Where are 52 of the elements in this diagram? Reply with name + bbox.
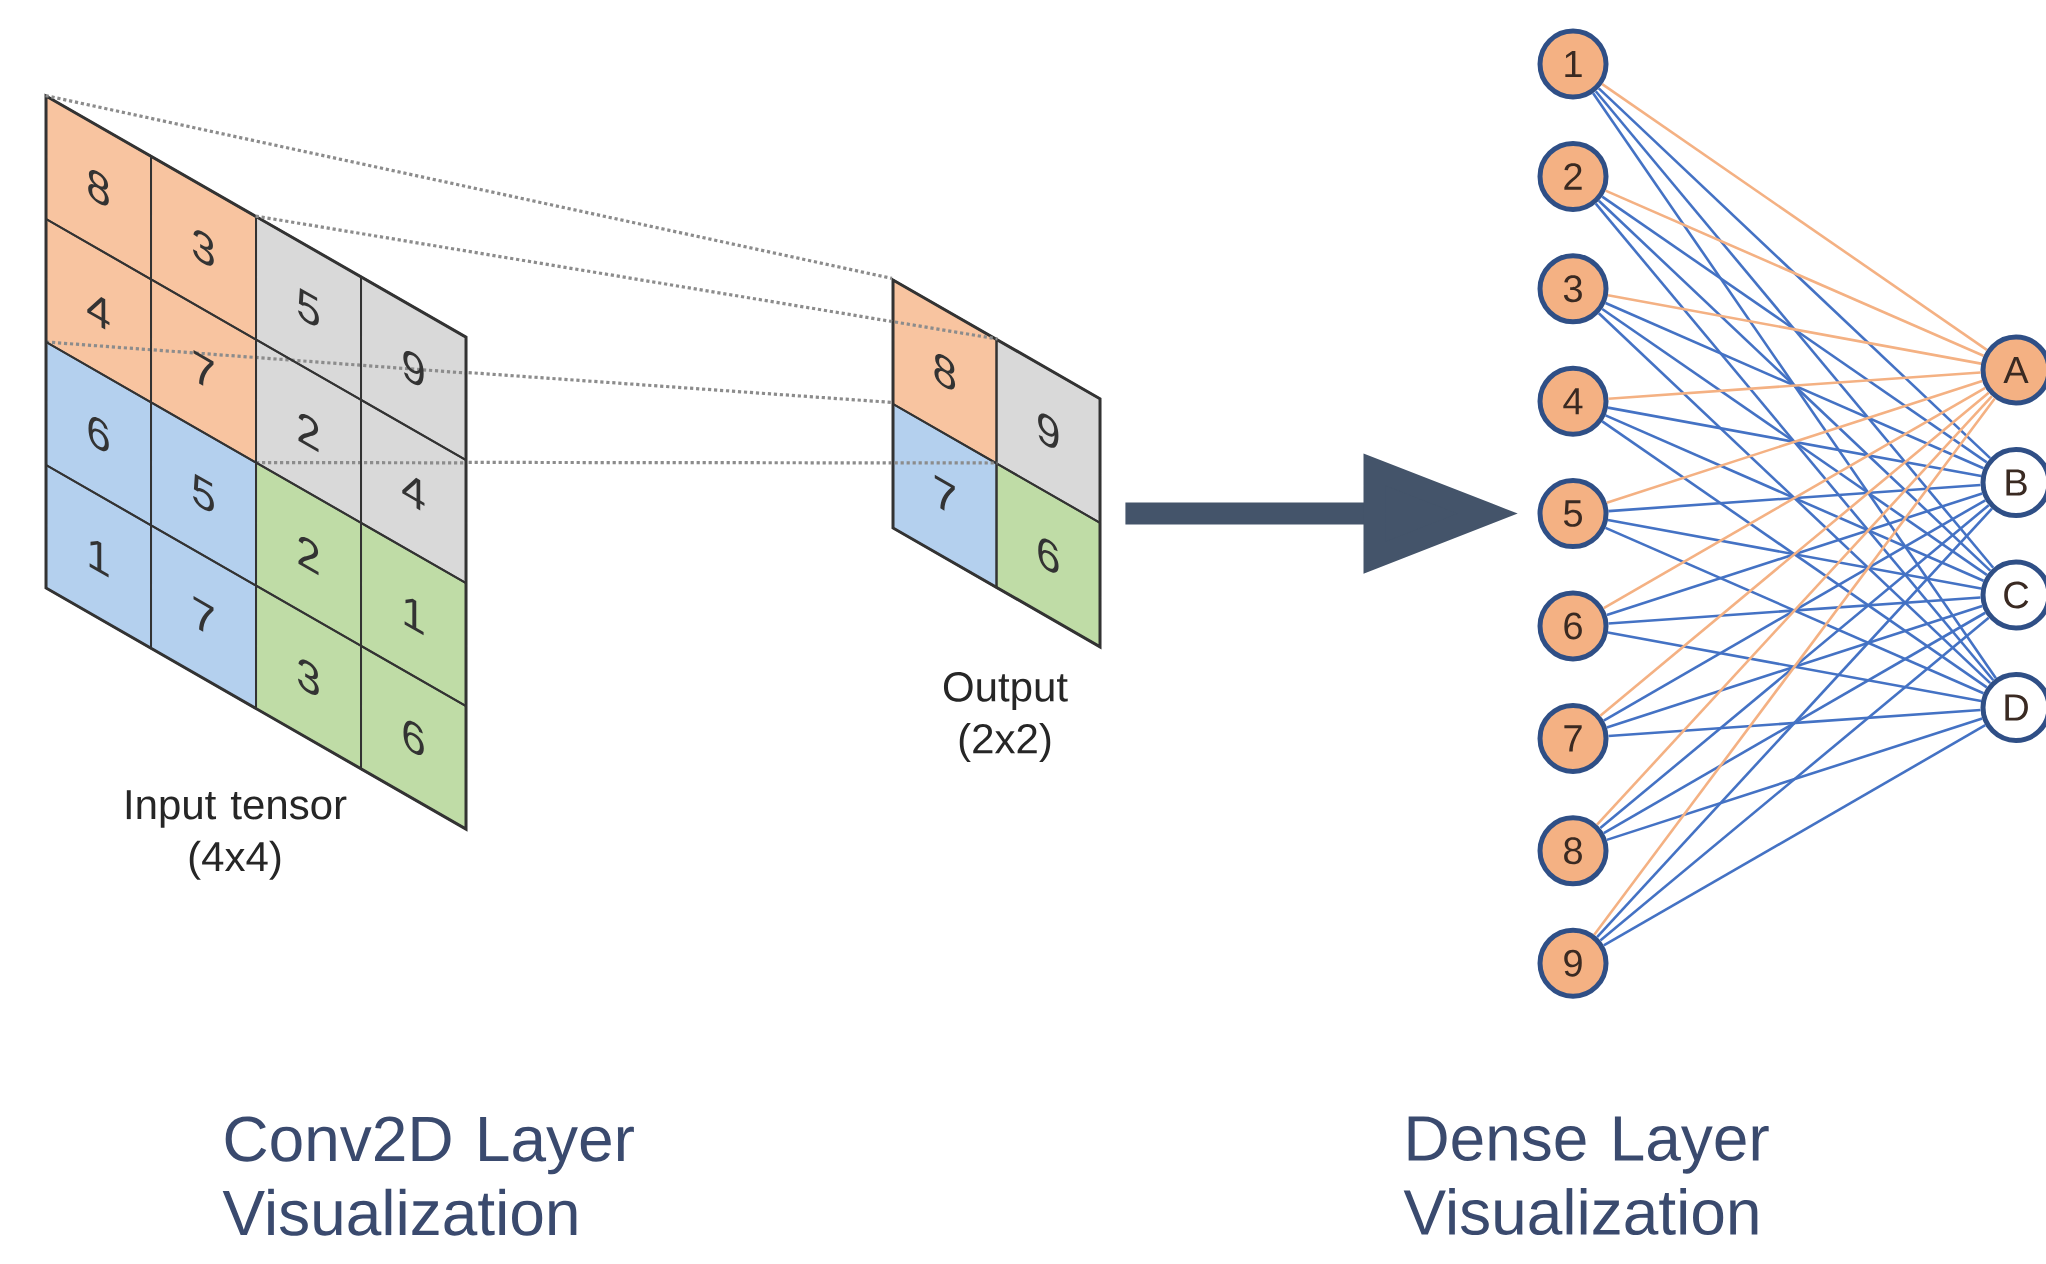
connection-line: [1596, 395, 1993, 826]
connection-line: [1605, 526, 1984, 695]
connection-line: [1599, 616, 1990, 942]
connection-line: [1605, 301, 1984, 470]
grid-cell: 4: [360, 398, 467, 585]
grid-cell: 8: [45, 94, 152, 281]
connection-line: [1601, 420, 1988, 689]
projection-line: [45, 94, 893, 280]
connection-line: [1608, 483, 1981, 513]
connection-line: [1607, 406, 1982, 478]
connection-line: [1601, 195, 1988, 464]
grid-cell: 6: [45, 340, 152, 527]
connection-line: [1606, 379, 1983, 504]
projection-line: [468, 371, 893, 405]
connection-line: [1603, 611, 1986, 835]
connection-line: [1594, 90, 1995, 569]
grid-cell: 6: [360, 644, 467, 831]
connection-line: [1608, 596, 1981, 625]
panel-title: Dense Layer Visualization: [1403, 1116, 1769, 1236]
connection-line: [1597, 87, 1992, 460]
connection-line: [1607, 631, 1982, 703]
node-label: Output (2x2): [943, 671, 1068, 762]
connection-line: [1607, 293, 1982, 365]
connection-line: [1603, 386, 1986, 610]
connection-line: [1593, 397, 1996, 936]
connection-line: [1592, 92, 1997, 679]
connection-line: [1597, 312, 1992, 685]
projection-line: [468, 460, 998, 465]
connection-line: [1599, 504, 1990, 830]
grid-cell: 1: [45, 463, 152, 650]
connection-line: [1599, 391, 1990, 717]
grid-cell: 9: [360, 275, 467, 462]
connection-line: [1596, 507, 1993, 938]
connection-line: [1603, 499, 1986, 722]
connection-line: [1606, 717, 1983, 842]
node-label: (4x4): [189, 840, 281, 880]
connection-line: [1603, 724, 1986, 947]
connection-line: [1605, 189, 1984, 357]
connection-line: [1597, 199, 1992, 572]
connection-line: [1608, 371, 1981, 400]
projection-line: [255, 214, 998, 341]
connection-line: [1601, 83, 1988, 351]
connection-line: [1606, 492, 1983, 617]
connection-line: [1607, 518, 1982, 590]
connection-line: [1594, 202, 1995, 682]
grid-cell: 1: [360, 521, 467, 708]
connection-line: [1608, 708, 1981, 738]
connection-line: [1606, 604, 1983, 729]
connection-line: [1601, 307, 1988, 576]
panel-title: Conv2D Layer Visualization: [222, 1116, 634, 1236]
grid-cell: 4: [45, 217, 152, 404]
connection-line: [1605, 414, 1984, 582]
